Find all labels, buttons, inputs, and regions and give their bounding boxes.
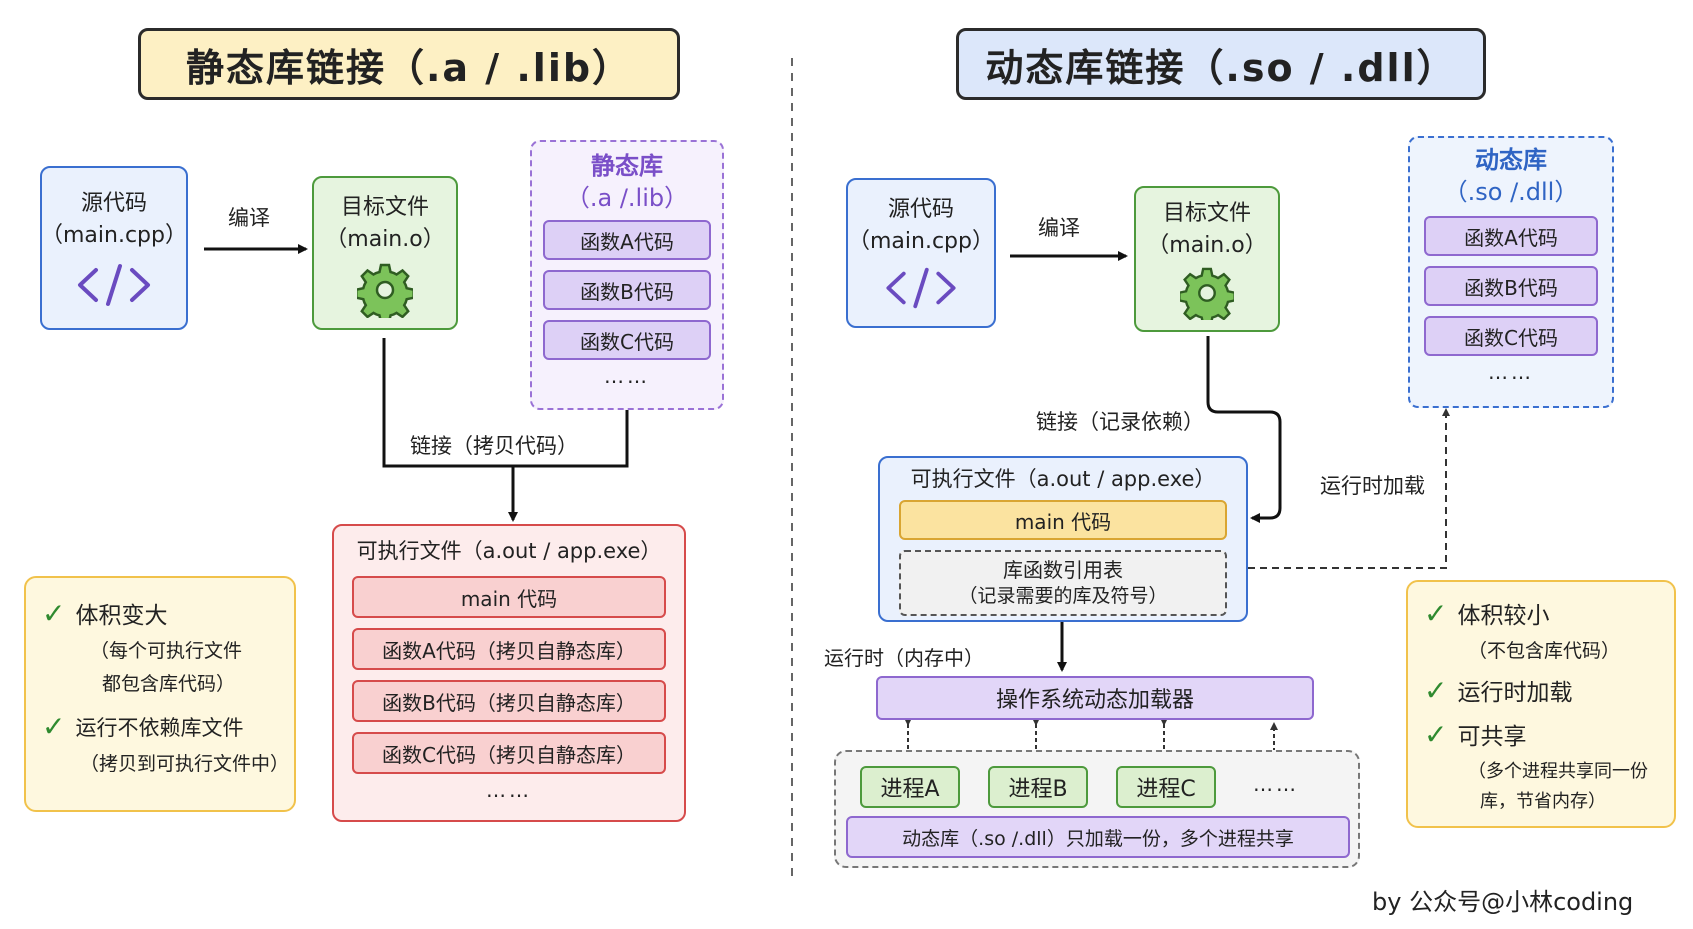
dynamic-object-file: 目标文件 （main.o）: [1134, 186, 1280, 332]
object-filename: （main.o）: [1147, 233, 1267, 258]
static-note-1-sub1: （每个可执行文件: [90, 640, 243, 662]
dynamic-note-1-sub1: （不包含库代码）: [1468, 640, 1621, 662]
static-library-ext: （.a /.lib）: [565, 184, 689, 212]
dynamic-note-3-sub1: （多个进程共享同一份: [1468, 761, 1648, 782]
static-note-2: 运行不依赖库文件: [75, 715, 244, 740]
dynamic-note-1: 体积较小: [1457, 603, 1550, 629]
dynamic-library: 动态库 （.so /.dll） 函数A代码 函数B代码 函数C代码 ……: [1408, 136, 1614, 408]
static-library: 静态库 （.a /.lib） 函数A代码 函数B代码 函数C代码 ……: [530, 140, 724, 410]
dynamic-link-label: 链接（记录依赖）: [1036, 410, 1204, 434]
static-lib-func-b: 函数B代码: [543, 270, 711, 310]
static-link-path: [382, 338, 629, 468]
process-a: 进程A: [860, 766, 960, 808]
runtime-load-label: 运行时加载: [1320, 474, 1425, 498]
static-lib-func-a: 函数A代码: [543, 220, 711, 260]
static-note-1: 体积变大: [75, 603, 168, 629]
static-executable: 可执行文件（a.out / app.exe） main 代码 函数A代码（拷贝自…: [332, 524, 686, 822]
dynamic-lib-func-a: 函数A代码: [1424, 216, 1598, 256]
ref-table-desc: （记录需要的库及符号）: [958, 585, 1168, 607]
static-compile-label: 编译: [228, 206, 270, 230]
source-filename: （main.cpp）: [848, 229, 994, 254]
gear-icon: [357, 263, 413, 318]
static-lib-more: ……: [604, 364, 650, 388]
static-exe-main: main 代码: [352, 576, 666, 618]
check-icon: ✓: [42, 710, 66, 743]
code-brackets-icon: [78, 264, 150, 306]
dynamic-source-file: 源代码 （main.cpp）: [846, 178, 996, 328]
dynamic-lib-func-c: 函数C代码: [1424, 316, 1598, 356]
credit: by 公众号@小林coding: [1372, 888, 1634, 916]
dynamic-link-path: [1206, 336, 1282, 523]
static-note-2-sub1: （拷贝到可执行文件中）: [80, 753, 290, 775]
check-icon: ✓: [1424, 717, 1448, 751]
process-more: ……: [1253, 772, 1299, 796]
check-icon: ✓: [1424, 596, 1448, 630]
static-lib-func-c: 函数C代码: [543, 320, 711, 360]
shared-library-note: 动态库（.so /.dll）只加载一份，多个进程共享: [846, 816, 1350, 858]
static-exe-func-c: 函数C代码（拷贝自静态库）: [352, 732, 666, 774]
dynamic-library-title: 动态库: [1475, 146, 1547, 174]
static-source-file: 源代码 （main.cpp）: [40, 166, 188, 330]
library-reference-table: 库函数引用表 （记录需要的库及符号）: [899, 550, 1227, 616]
process-c: 进程C: [1116, 766, 1216, 808]
static-object-file: 目标文件 （main.o）: [312, 176, 458, 330]
ref-table-title: 库函数引用表: [1003, 558, 1123, 582]
object-label: 目标文件: [340, 195, 429, 220]
object-filename: （main.o）: [325, 227, 445, 252]
check-icon: ✓: [42, 596, 66, 630]
dynamic-exe-main: main 代码: [899, 500, 1227, 540]
object-label: 目标文件: [1162, 201, 1251, 226]
static-exe-func-b: 函数B代码（拷贝自静态库）: [352, 680, 666, 722]
dynamic-library-ext: （.so /.dll）: [1443, 178, 1579, 206]
static-exe-title: 可执行文件（a.out / app.exe）: [356, 539, 662, 563]
source-label: 源代码: [887, 197, 954, 222]
dynamic-executable: 可执行文件（a.out / app.exe） main 代码 库函数引用表 （记…: [878, 456, 1248, 622]
source-label: 源代码: [80, 191, 147, 216]
dynamic-lib-more: ……: [1488, 360, 1534, 384]
runtime-load-path: [1224, 408, 1450, 569]
dynamic-lib-func-b: 函数B代码: [1424, 266, 1598, 306]
static-notes: ✓ 体积变大 （每个可执行文件 都包含库代码） ✓ 运行不依赖库文件 （拷贝到可…: [24, 576, 296, 812]
static-title: 静态库链接（.a / .lib）: [138, 28, 680, 100]
code-brackets-icon: [886, 267, 956, 309]
dynamic-note-3-sub2: 库，节省内存）: [1480, 791, 1606, 812]
os-dynamic-loader: 操作系统动态加载器: [876, 676, 1314, 720]
runtime-memory-label: 运行时（内存中）: [824, 646, 984, 670]
dynamic-notes: ✓ 体积较小 （不包含库代码） ✓ 运行时加载 ✓ 可共享 （多个进程共享同一份…: [1406, 580, 1676, 828]
gear-icon: [1180, 267, 1234, 320]
process-b: 进程B: [988, 766, 1088, 808]
dynamic-note-2: 运行时加载: [1457, 680, 1573, 706]
source-filename: （main.cpp）: [41, 223, 187, 248]
check-icon: ✓: [1424, 673, 1448, 707]
static-note-1-sub2: 都包含库代码）: [102, 673, 236, 695]
static-link-label: 链接（拷贝代码）: [410, 434, 578, 458]
dynamic-compile-label: 编译: [1038, 216, 1080, 240]
dynamic-title: 动态库链接（.so / .dll）: [956, 28, 1486, 100]
static-exe-more: ……: [486, 778, 532, 802]
static-library-title: 静态库: [591, 152, 663, 180]
dynamic-note-3: 可共享: [1457, 724, 1527, 750]
dynamic-exe-title: 可执行文件（a.out / app.exe）: [910, 467, 1216, 491]
static-exe-func-a: 函数A代码（拷贝自静态库）: [352, 628, 666, 670]
